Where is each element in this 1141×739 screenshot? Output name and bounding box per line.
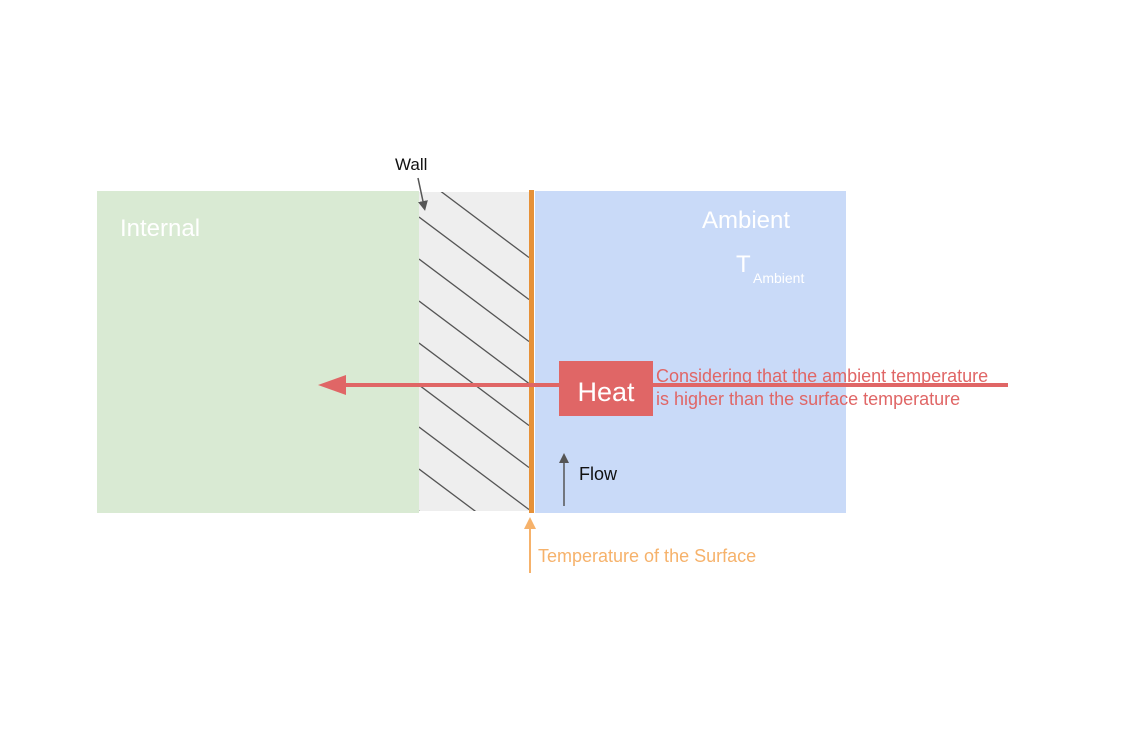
internal-region <box>97 191 419 513</box>
heat-label: Heat <box>577 377 635 407</box>
heat-arrow-head-icon <box>318 375 346 395</box>
hatch-line <box>440 192 529 259</box>
hatch-line <box>419 468 477 511</box>
flow-label: Flow <box>579 464 618 484</box>
t-subscript: Ambient <box>753 270 804 286</box>
hatch-line <box>419 300 529 385</box>
t-symbol: T <box>736 251 751 278</box>
hatch-line <box>419 258 529 343</box>
wall-hatching <box>419 192 529 636</box>
internal-label: Internal <box>120 215 200 242</box>
wall-pointer-arrow <box>417 177 428 211</box>
hatch-line <box>419 553 529 636</box>
surface-line <box>529 190 534 513</box>
surface-temp-label: Temperature of the Surface <box>538 546 756 566</box>
heat-note-line1: Considering that the ambient temperature <box>656 366 988 386</box>
heat-note-line2: is higher than the surface temperature <box>656 389 960 409</box>
ambient-label: Ambient <box>702 207 790 234</box>
hatch-line <box>419 426 529 511</box>
hatch-line <box>419 384 529 469</box>
heat-box <box>559 361 653 416</box>
wall-label: Wall <box>395 155 427 174</box>
wall-region <box>419 192 529 511</box>
ambient-region <box>535 191 846 513</box>
hatch-line <box>419 510 421 511</box>
hatch-line <box>419 216 529 301</box>
